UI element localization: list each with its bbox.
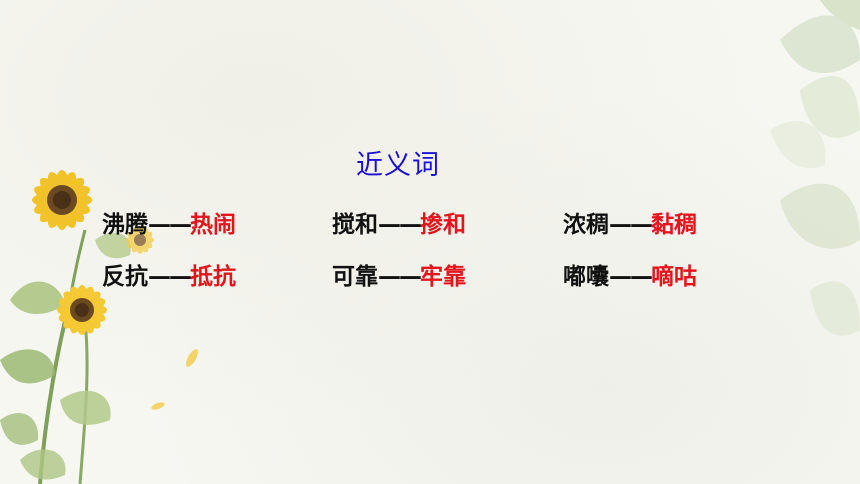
dash-separator: —— [148, 264, 192, 290]
synonym: 黏稠 [651, 212, 697, 238]
word: 搅和 [332, 212, 378, 238]
word: 嘟囔 [563, 264, 609, 290]
word: 可靠 [332, 264, 378, 290]
synonym-pair: 浓稠——黏稠 [563, 210, 697, 240]
leaf-shape [60, 390, 111, 425]
synonym-pair: 搅和——掺和 [332, 210, 466, 240]
sunflower-small [126, 226, 154, 254]
word: 沸腾 [102, 212, 148, 238]
synonym: 热闹 [190, 212, 236, 238]
dash-separator: —— [378, 212, 422, 238]
leaf-shape [770, 121, 826, 169]
synonym: 抵抗 [190, 264, 236, 290]
sunflower-cluster-illustration [0, 170, 199, 484]
leaf-shape [800, 75, 860, 138]
synonym: 掺和 [420, 212, 466, 238]
leaf-shape [0, 349, 55, 384]
leaf-shape [20, 449, 66, 480]
sunflower-large [32, 170, 92, 230]
leaf-shape [780, 15, 860, 74]
dash-separator: —— [609, 264, 653, 290]
synonym: 嘀咕 [651, 264, 697, 290]
word: 反抗 [102, 264, 148, 290]
word: 浓稠 [563, 212, 609, 238]
slide-title: 近义词 [356, 150, 440, 181]
leaf-shape [820, 0, 860, 30]
leaf-shape [10, 281, 65, 315]
falling-petal [185, 349, 199, 367]
leaf-shape [0, 412, 39, 445]
leaf-shape [810, 281, 860, 336]
dash-separator: —— [148, 212, 192, 238]
sunflower-medium [57, 285, 107, 335]
leaf-shape [95, 232, 131, 259]
dash-separator: —— [609, 212, 653, 238]
dash-separator: —— [378, 264, 422, 290]
synonym-pair: 沸腾——热闹 [102, 210, 236, 240]
leaf-shape [780, 183, 860, 249]
synonym-pair: 反抗——抵抗 [102, 262, 236, 292]
synonym-pair: 嘟囔——嘀咕 [563, 262, 697, 292]
synonym: 牢靠 [420, 264, 466, 290]
falling-petal [151, 402, 165, 410]
synonym-pair: 可靠——牢靠 [332, 262, 466, 292]
